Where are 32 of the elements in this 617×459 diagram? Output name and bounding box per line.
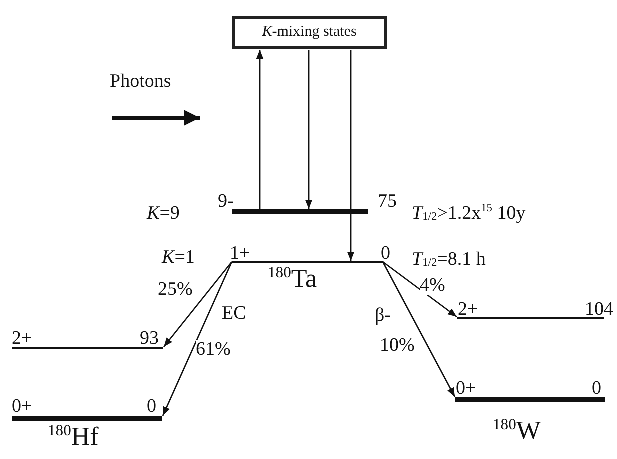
- transition-arrow: [347, 50, 355, 261]
- state-box: K-mixing states: [232, 16, 387, 49]
- isotope-label: $^{180}$W: [493, 418, 541, 444]
- energy-label: 75: [378, 192, 397, 211]
- spin-parity-label: 0+: [456, 379, 476, 398]
- spin-parity-label: 0+: [12, 397, 32, 416]
- spin-parity-label: 2+: [458, 300, 478, 319]
- energy-label: 0: [147, 397, 156, 416]
- transition-arrow: [162, 262, 233, 416]
- transition-arrow: [163, 262, 233, 348]
- transition-arrow: [305, 50, 313, 209]
- energy-label: 0: [592, 379, 602, 398]
- quantum-number-label: K=9: [147, 204, 180, 223]
- energy-level-line: [457, 317, 604, 319]
- energy-label: 0: [381, 244, 390, 263]
- radiation-label: Photons: [110, 72, 172, 91]
- branching-ratio-label: 4%: [420, 276, 446, 295]
- energy-label: 93: [140, 329, 159, 348]
- spin-parity-label: 2+: [12, 329, 32, 348]
- decay-mode-label: EC: [222, 304, 246, 323]
- transition-arrow: [382, 261, 458, 318]
- energy-level-line: [12, 347, 163, 349]
- quantum-number-label: K=1: [162, 248, 195, 267]
- energy-label: 104: [585, 300, 614, 319]
- energy-level-line: [232, 261, 383, 263]
- transition-arrow: [382, 262, 456, 398]
- decay-mode-label: β-: [375, 306, 391, 325]
- isotope-label: $^{180}$Hf: [48, 424, 99, 450]
- spin-parity-label: 9-: [218, 192, 234, 211]
- transition-arrow: [256, 50, 264, 209]
- spin-parity-label: 1+: [230, 244, 250, 263]
- isotope-label: $^{180}$Ta: [268, 266, 317, 292]
